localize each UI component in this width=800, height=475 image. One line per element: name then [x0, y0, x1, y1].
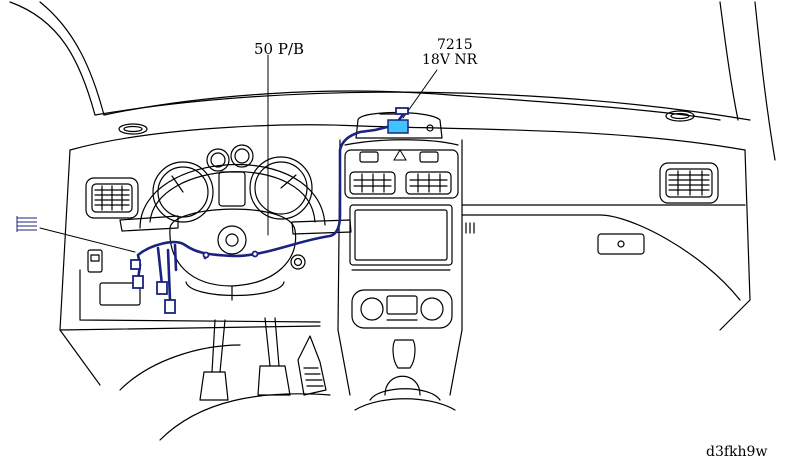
hazard-triangle-icon	[393, 149, 407, 161]
connector-label: 50 P/B	[254, 40, 305, 58]
lower-dash-left	[59, 249, 321, 331]
instrument-cluster	[139, 144, 326, 229]
component-name-label: 18V NR	[422, 52, 478, 68]
component-number-label: 7215	[437, 37, 473, 53]
glove-box	[461, 204, 746, 301]
dashboard-right-edge	[719, 149, 751, 331]
connector-flag-icon	[16, 216, 37, 232]
windshield-outline	[9, 1, 776, 161]
wiring-harness	[136, 110, 407, 302]
center-stack	[337, 139, 463, 411]
dashboard-top	[69, 124, 746, 151]
reference-code: d3fkh9w	[706, 444, 768, 460]
harness-connectors	[130, 107, 409, 314]
pedals	[119, 317, 331, 441]
component-7215-highlight	[387, 119, 409, 134]
dashboard-left-edge	[59, 149, 101, 386]
steering-wheel-hub	[169, 208, 297, 301]
defrost-vents	[118, 110, 695, 135]
left-stalk	[119, 215, 179, 232]
right-air-vent	[659, 162, 719, 204]
leader-line-symbol	[39, 227, 136, 253]
right-stalk	[291, 219, 352, 235]
left-air-vent	[85, 177, 139, 219]
ignition-switch	[290, 254, 306, 270]
